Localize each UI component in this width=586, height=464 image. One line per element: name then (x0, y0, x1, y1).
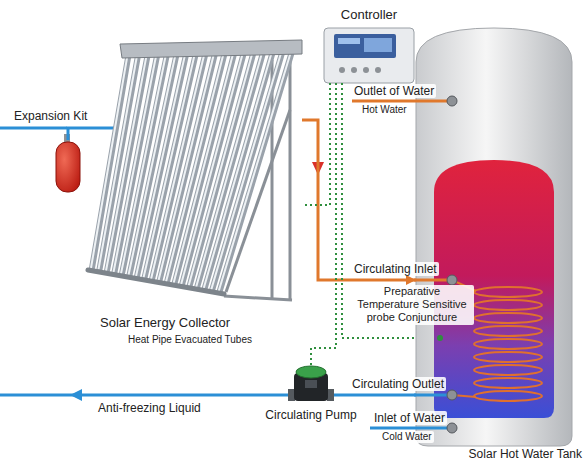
controller-device (324, 28, 414, 83)
port-label: Circulating Outlet (350, 377, 446, 391)
screen-detail (364, 38, 392, 52)
pump-symbol (288, 366, 334, 401)
component-sublabel: Heat Pipe Evacuated Tubes (128, 334, 252, 346)
expansion-vessel (56, 134, 80, 192)
port (447, 96, 457, 106)
tube-rail (88, 270, 224, 294)
solar-collector (88, 40, 302, 300)
coil-turn (474, 365, 542, 375)
cold-water-pipe (370, 427, 452, 430)
component-label: Controller (341, 7, 397, 23)
frame-rail (224, 296, 292, 300)
frame-leg (289, 58, 292, 300)
button (375, 67, 381, 73)
coil-turn (474, 391, 542, 401)
port (447, 423, 457, 433)
pipe-label: Anti-freezing Liquid (98, 401, 201, 415)
port-sublabel: Cold Water (380, 431, 434, 443)
port-label: Outlet of Water (352, 84, 436, 98)
button (351, 67, 357, 73)
return-pipe (334, 394, 416, 397)
evacuated-tubes (92, 54, 291, 292)
coil-turn (474, 339, 542, 349)
port-label: Circulating Inlet (352, 262, 439, 276)
solar-collector: Solar Energy CollectorHeat Pipe Evacuate… (92, 40, 302, 302)
coil-turn (474, 326, 542, 336)
supply-pipe (0, 127, 67, 130)
pump-flange (327, 389, 334, 401)
supply-pipe (92, 127, 116, 130)
label-layer: Outlet of WaterHot WaterCirculating Inle… (0, 0, 586, 136)
expansion-kit: Expansion Kit (55, 140, 81, 195)
port (447, 390, 457, 400)
flow-arrow (70, 389, 82, 401)
pump-flange (288, 389, 295, 401)
sensor-wire (302, 83, 330, 205)
return-pipe (0, 394, 288, 397)
controller: Controller (324, 28, 414, 83)
coil-turn (474, 300, 542, 310)
coil-turn (474, 287, 542, 297)
coil-turn (474, 378, 542, 388)
tube-highlights (91, 54, 290, 292)
hot-water-pipe (352, 100, 452, 103)
pump-cap (296, 366, 326, 378)
tank-ports (447, 96, 457, 433)
port-label: Inlet of Water (372, 411, 447, 425)
button (339, 67, 345, 73)
control-wire (311, 83, 336, 365)
outlet-pipe-stub (414, 394, 452, 397)
arrowhead (406, 275, 416, 285)
port (447, 275, 457, 285)
coil-turn (474, 352, 542, 362)
vessel-body (56, 142, 80, 192)
controller-screen (334, 34, 396, 58)
inlet-pipe-stub (414, 279, 452, 282)
button (363, 67, 369, 73)
temperature-probe (437, 335, 443, 341)
component-label: Circulating Pump (265, 408, 356, 422)
port-sublabel: Hot Water (360, 104, 409, 116)
component-label: Expansion Kit (14, 109, 87, 123)
controller-housing (324, 28, 414, 83)
circulating-pump: Circulating Pump (288, 365, 334, 405)
coil-turn (474, 313, 542, 323)
hot-pipe (302, 120, 416, 280)
pump-window (305, 380, 317, 388)
probe-label: Preparative Temperature Sensitive probe … (350, 285, 474, 325)
component-label: Solar Energy Collector (100, 315, 230, 331)
heat-exchange-coil (474, 287, 542, 401)
screen-detail (338, 38, 360, 44)
expansion-pipe (68, 128, 92, 140)
manifold (120, 40, 302, 58)
component-label: Solar Hot Water Tank (469, 447, 582, 461)
